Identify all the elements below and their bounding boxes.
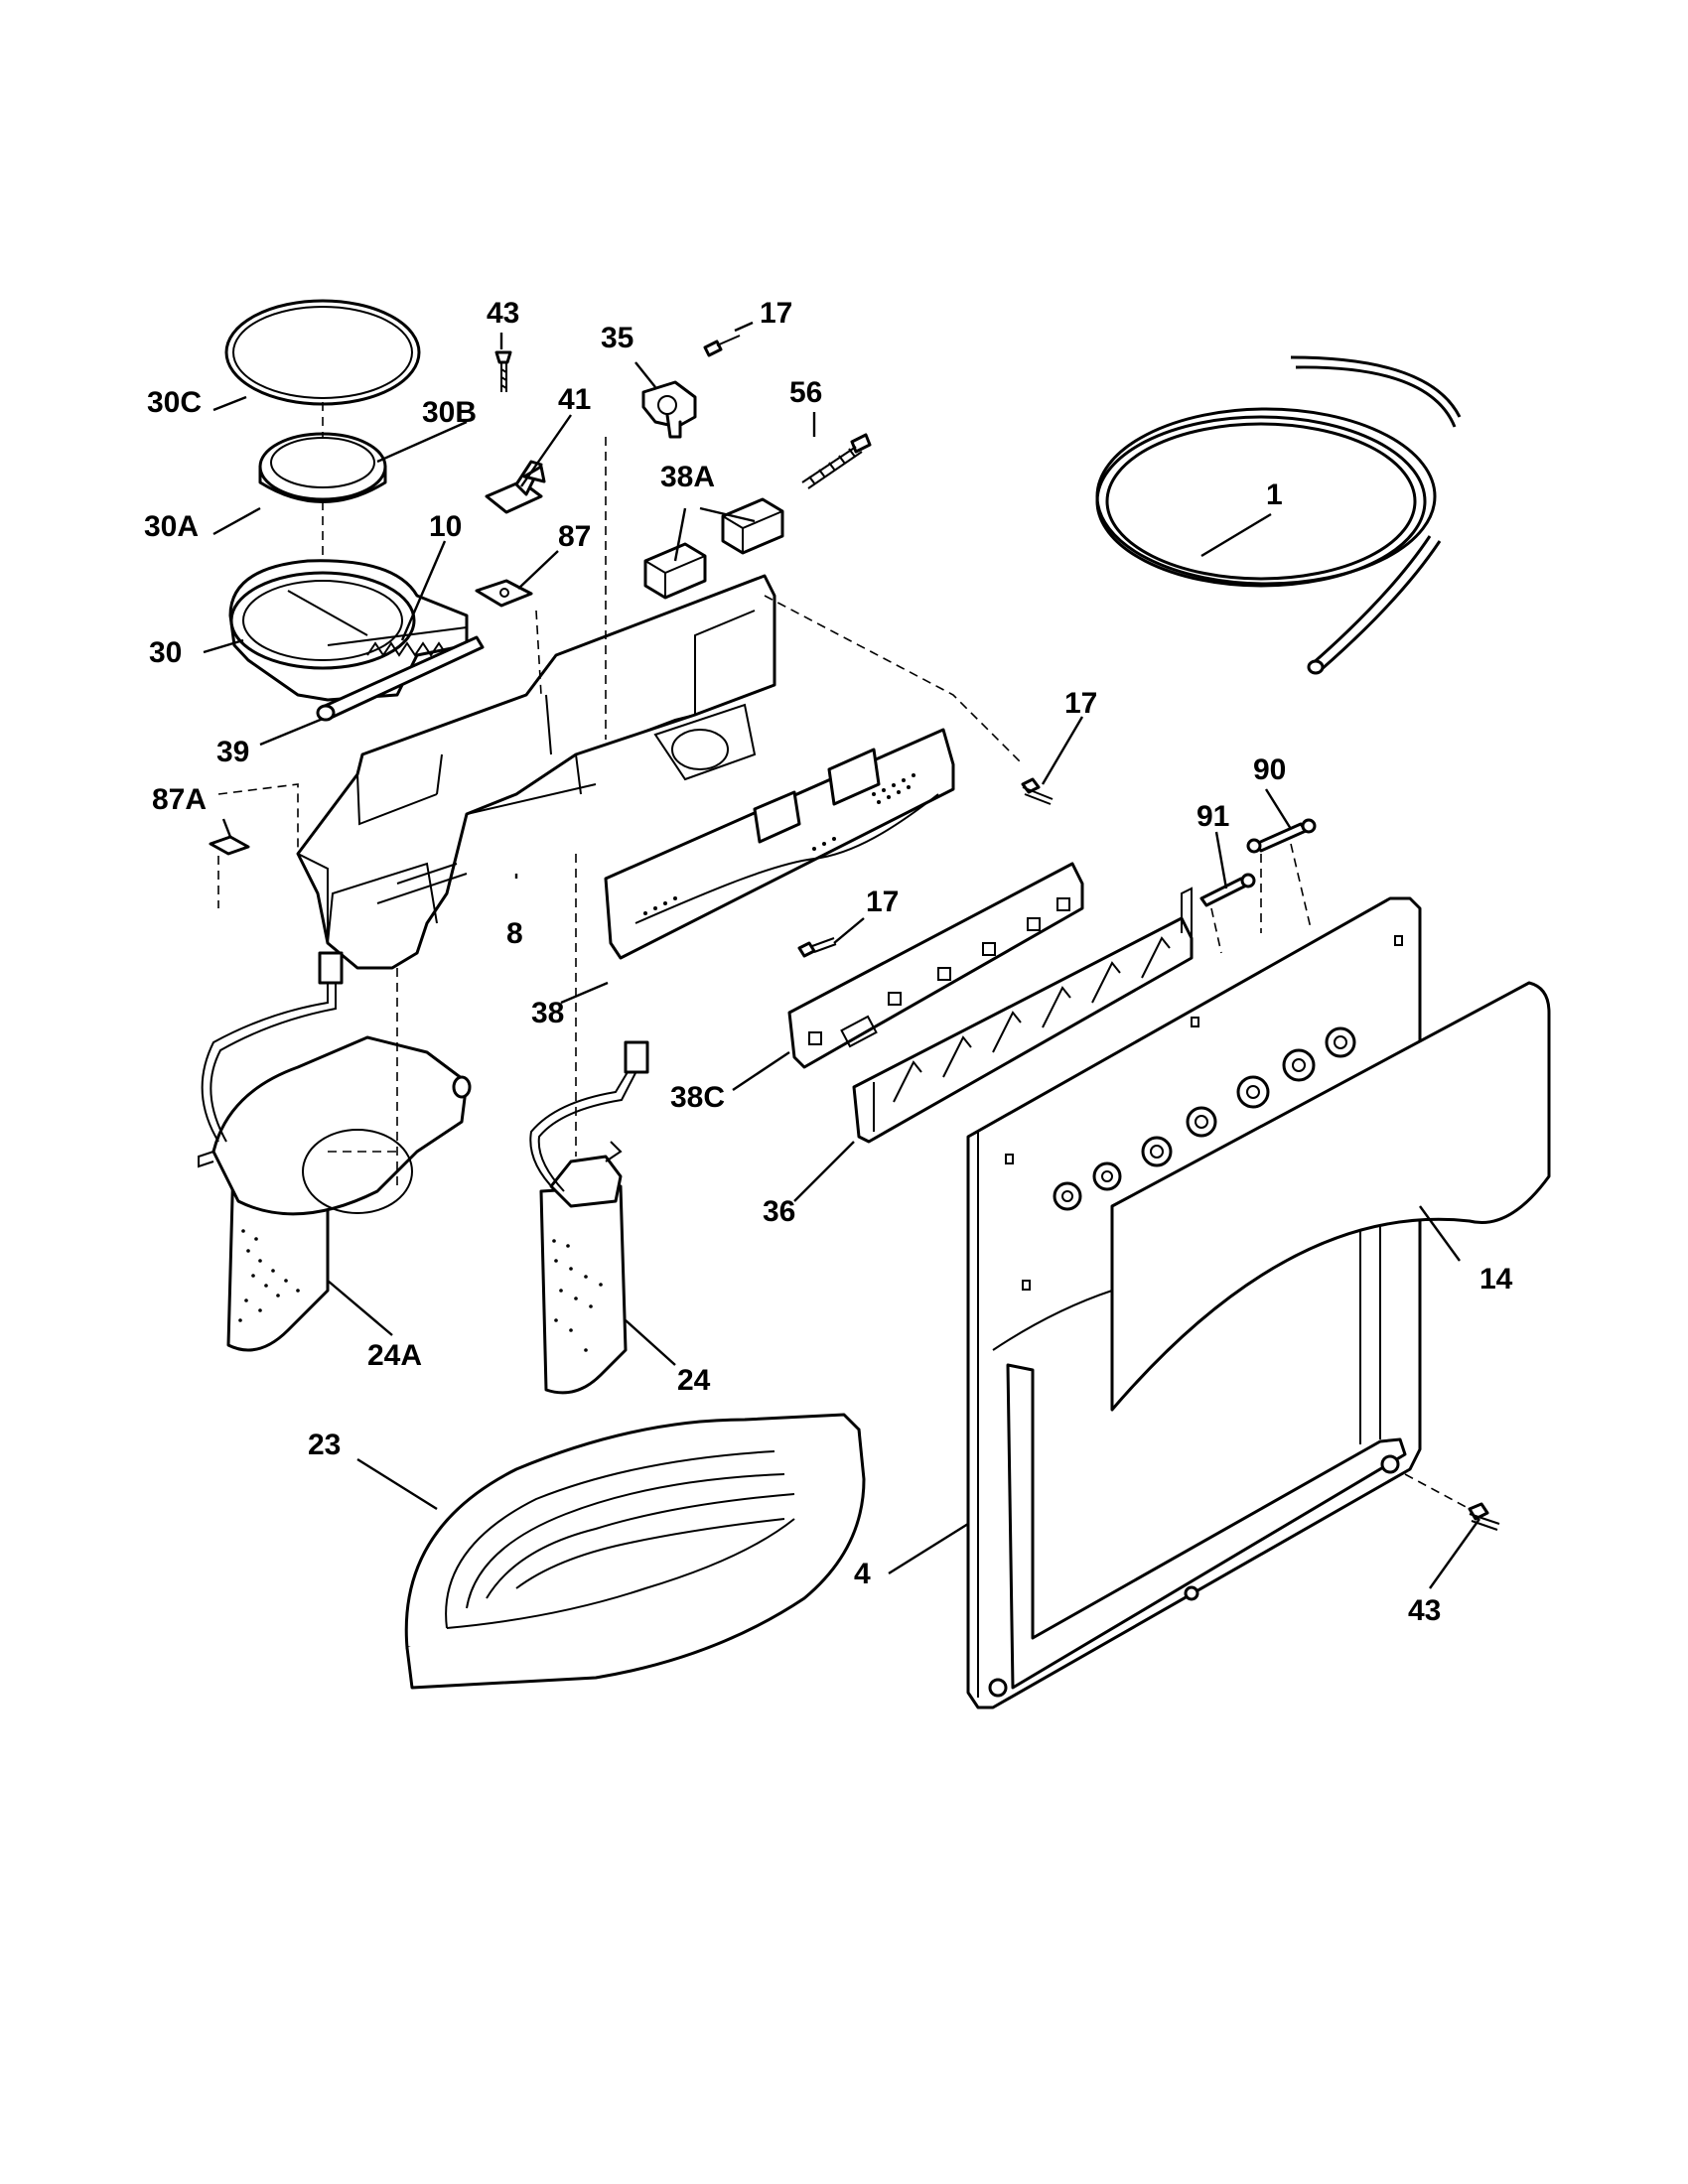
label-17-lower: 17 [866, 886, 899, 918]
label-1: 1 [1266, 478, 1283, 511]
label-23: 23 [308, 1429, 341, 1461]
part-38a-switches [643, 497, 784, 600]
label-43-top: 43 [487, 297, 519, 330]
label-38: 38 [531, 997, 564, 1029]
label-30b: 30B [422, 396, 477, 429]
label-24a: 24A [367, 1339, 422, 1372]
part-30-ring-bracket [228, 559, 469, 702]
part-24a-ice-chute [198, 951, 472, 1352]
label-8: 8 [506, 917, 523, 950]
part-38c-switch-board [787, 862, 1084, 1069]
part-17-screw-lower [797, 937, 837, 958]
label-91: 91 [1196, 800, 1229, 833]
label-38c: 38C [670, 1081, 725, 1114]
label-39: 39 [216, 736, 249, 768]
part-1-tubing-coil [1095, 355, 1462, 675]
label-36: 36 [763, 1195, 795, 1228]
part-36-switch-bracket [852, 887, 1194, 1144]
part-17-screw-top [703, 335, 741, 357]
label-4: 4 [854, 1558, 871, 1590]
part-90-pin [1246, 818, 1317, 854]
part-24-chute [529, 1040, 649, 1395]
label-10: 10 [429, 510, 462, 543]
part-8-dispenser-housing [296, 574, 776, 970]
label-56: 56 [789, 376, 822, 409]
part-87-plate [475, 579, 533, 608]
part-30a-30b-lens-cover [258, 432, 387, 503]
label-30c: 30C [147, 386, 202, 419]
part-91-pin [1199, 873, 1256, 907]
leader-lines [203, 321, 1480, 1589]
part-23-drip-tray [404, 1413, 866, 1690]
part-30c-seal-ring [224, 299, 421, 406]
label-87a: 87A [152, 783, 207, 816]
part-41-clip [485, 460, 546, 514]
part-10-spring [327, 626, 468, 657]
label-30a: 30A [144, 510, 199, 543]
label-38a: 38A [660, 461, 715, 493]
part-17-screw-right [1021, 777, 1054, 805]
callout-labels: 30C 30B 30A 10 30 39 43 41 87 87A 35 17 … [144, 297, 1513, 1627]
label-35: 35 [601, 322, 633, 354]
part-39-pin [316, 635, 485, 722]
label-90: 90 [1253, 753, 1286, 786]
label-43-bottom: 43 [1408, 1594, 1441, 1627]
part-38-control-board [604, 728, 955, 960]
part-43-screw-top [494, 350, 512, 392]
part-87a-tab [209, 835, 250, 856]
label-30: 30 [149, 636, 182, 669]
label-17-right: 17 [1064, 687, 1097, 720]
label-17-top: 17 [760, 297, 792, 330]
label-14: 14 [1479, 1263, 1513, 1296]
label-24: 24 [677, 1364, 711, 1397]
part-14-trim-panel [992, 981, 1551, 1412]
label-41: 41 [558, 383, 591, 416]
part-56-long-screw [801, 433, 872, 489]
part-35-actuator [641, 380, 697, 439]
label-87: 87 [558, 520, 591, 553]
